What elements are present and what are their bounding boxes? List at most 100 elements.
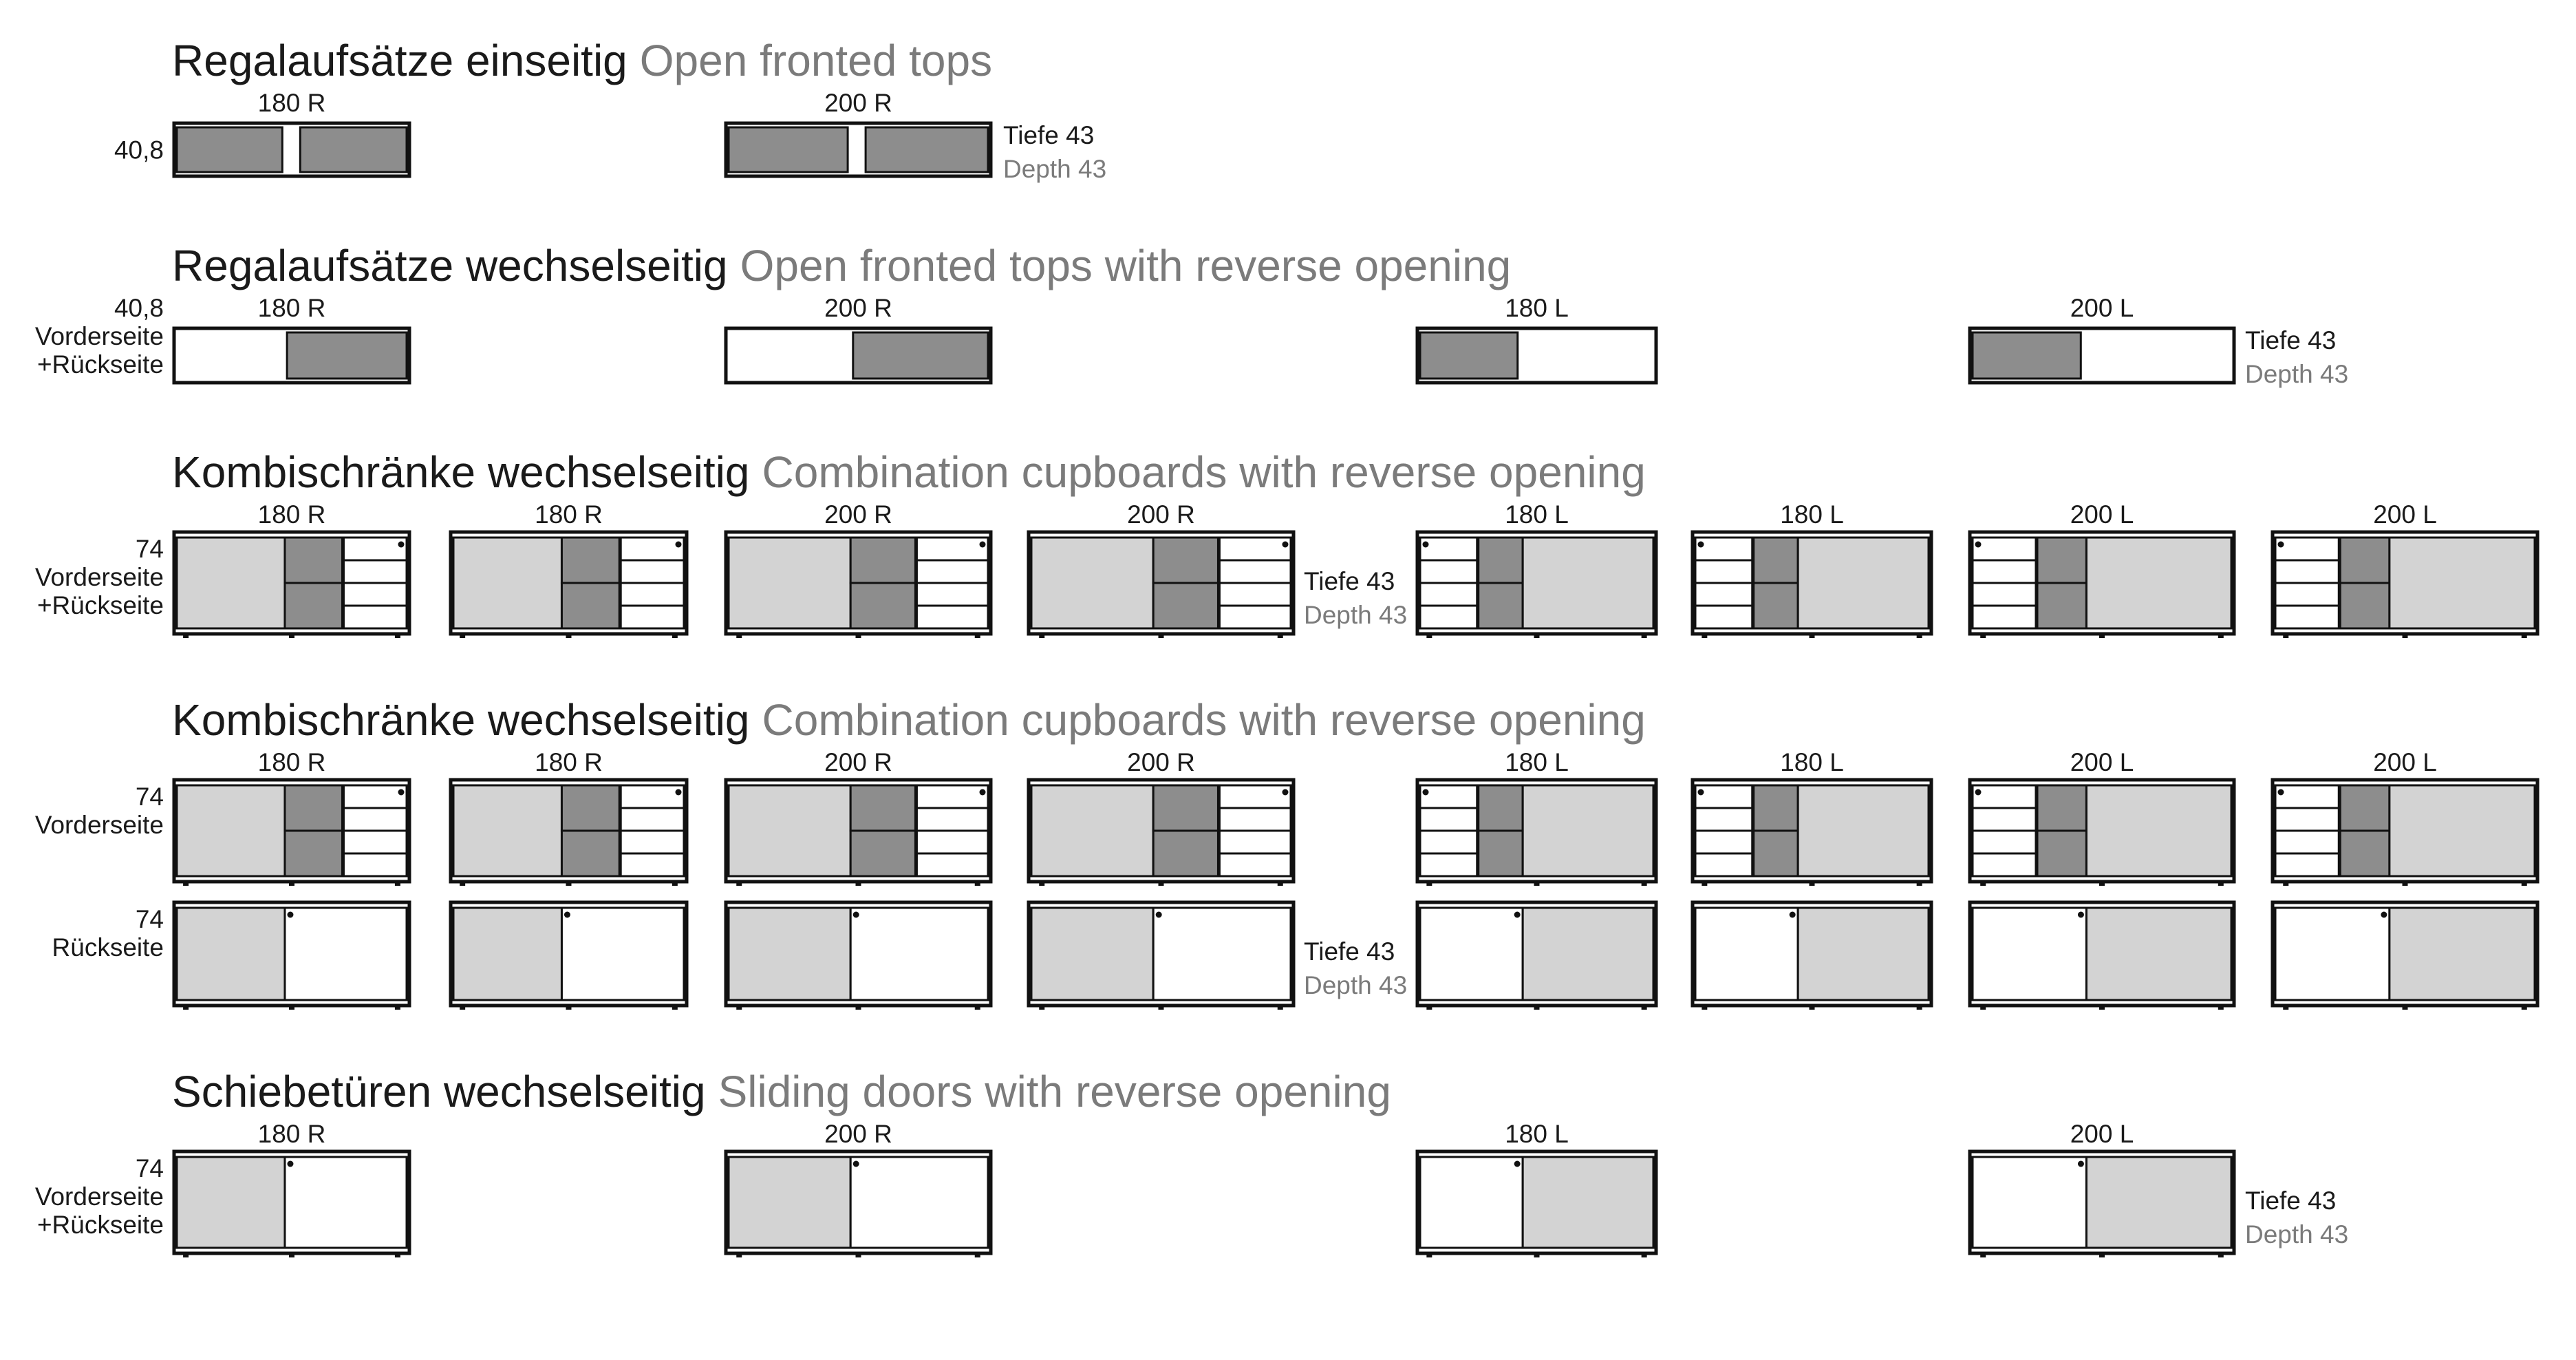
side-label: Vorderseite — [35, 811, 164, 839]
handle-dot — [1975, 789, 1982, 796]
cabinet-unit-combo-L — [1690, 778, 1933, 886]
foot — [460, 1006, 466, 1010]
handle-dot — [398, 541, 405, 548]
sliding-door-open — [283, 906, 408, 1001]
unit-size-label: 200 R — [824, 1120, 892, 1148]
sliding-door-closed — [1521, 1156, 1655, 1249]
unit-size-label: 200 L — [2070, 500, 2134, 529]
shelf-panel — [1971, 331, 2082, 380]
shelf-panel — [560, 582, 621, 630]
door-panel — [1521, 784, 1655, 878]
foot — [289, 1006, 294, 1010]
cabinet-unit-combo-L — [2271, 530, 2540, 638]
sliding-door-closed — [727, 906, 852, 1001]
foot — [736, 1253, 742, 1257]
handle-dot — [852, 1160, 859, 1167]
cabinet-unit-combo-L — [1968, 778, 2236, 886]
unit-size-label: 200 L — [2070, 748, 2134, 776]
side-label: 74 — [136, 783, 164, 811]
unit-size-label: 180 L — [1780, 500, 1844, 529]
foot — [1916, 1006, 1922, 1010]
foot — [2099, 882, 2105, 886]
foot — [394, 882, 400, 886]
foot — [2218, 1006, 2224, 1010]
door-panel — [2388, 536, 2536, 630]
door-panel — [2388, 784, 2536, 878]
foot — [1039, 634, 1045, 638]
cabinet-unit-slide-L — [1968, 900, 2236, 1010]
shelf-panel — [2036, 536, 2087, 584]
handle-dot — [1282, 789, 1289, 796]
cabinet-unit-slide-R — [724, 1149, 993, 1257]
side-label: Rückseite — [52, 933, 164, 961]
handle-dot — [1155, 911, 1162, 918]
unit-size-label: 180 R — [535, 500, 603, 529]
foot — [566, 634, 572, 638]
foot — [736, 1006, 742, 1010]
foot — [2099, 1253, 2105, 1257]
cabinet-unit-combo-L — [1968, 530, 2236, 638]
foot — [1039, 882, 1045, 886]
shelf-panel — [849, 784, 916, 832]
foot — [1702, 882, 1708, 886]
foot — [974, 882, 980, 886]
sliding-door-open — [849, 1156, 989, 1249]
section-title-de: Schiebetüren wechselseitig — [172, 1067, 706, 1116]
section-title-en: Combination cupboards with reverse openi… — [762, 695, 1646, 745]
sliding-door-open — [1419, 906, 1524, 1001]
depth-note-en: Depth 43 — [1304, 601, 1407, 629]
foot — [1980, 634, 1986, 638]
side-label: +Rückseite — [37, 591, 164, 619]
door-panel — [727, 784, 852, 878]
foot — [183, 882, 189, 886]
foot — [1277, 882, 1283, 886]
foot — [566, 1006, 572, 1010]
sliding-door-closed — [2085, 1156, 2233, 1249]
handle-dot — [1422, 789, 1429, 796]
sliding-door-open — [1152, 906, 1292, 1001]
foot — [2099, 1006, 2105, 1010]
foot — [1641, 1006, 1647, 1010]
unit-size-label: 200 L — [2070, 294, 2134, 322]
handle-dot — [287, 1160, 294, 1167]
foot — [1916, 634, 1922, 638]
cabinet-unit-slide-R — [172, 900, 411, 1010]
door-panel — [1796, 784, 1930, 878]
foot — [1916, 882, 1922, 886]
cabinet-unit-combo-L — [1415, 530, 1658, 638]
shelf-panel — [1152, 784, 1219, 832]
sliding-door-closed — [175, 906, 286, 1001]
cabinet-unit-top-rev-L — [1968, 326, 2236, 385]
unit-size-label: 180 R — [258, 294, 326, 322]
foot — [672, 634, 678, 638]
shelf-panel — [286, 331, 408, 380]
foot — [2283, 1006, 2289, 1010]
foot — [1702, 1006, 1708, 1010]
cabinet-unit-combo-R — [724, 778, 993, 886]
side-label: 40,8 — [114, 136, 164, 164]
foot — [1277, 634, 1283, 638]
foot — [1426, 634, 1432, 638]
foot — [289, 1253, 294, 1257]
shelf-panel — [2339, 582, 2391, 630]
foot — [2218, 882, 2224, 886]
door-panel — [1521, 536, 1655, 630]
handle-dot — [1697, 789, 1704, 796]
shelf-panel — [2036, 829, 2087, 878]
handle-dot — [2277, 789, 2284, 796]
door-panel — [452, 784, 563, 878]
unit-size-label: 200 R — [1127, 748, 1195, 776]
sliding-door-open — [2274, 906, 2391, 1001]
cabinet-unit-combo-L — [2271, 778, 2540, 886]
handle-dot — [564, 911, 570, 918]
shelf-panel — [1752, 784, 1799, 832]
foot — [2402, 634, 2408, 638]
unit-size-label: 180 L — [1505, 748, 1569, 776]
foot — [2283, 882, 2289, 886]
section-title-en: Combination cupboards with reverse openi… — [762, 447, 1646, 497]
